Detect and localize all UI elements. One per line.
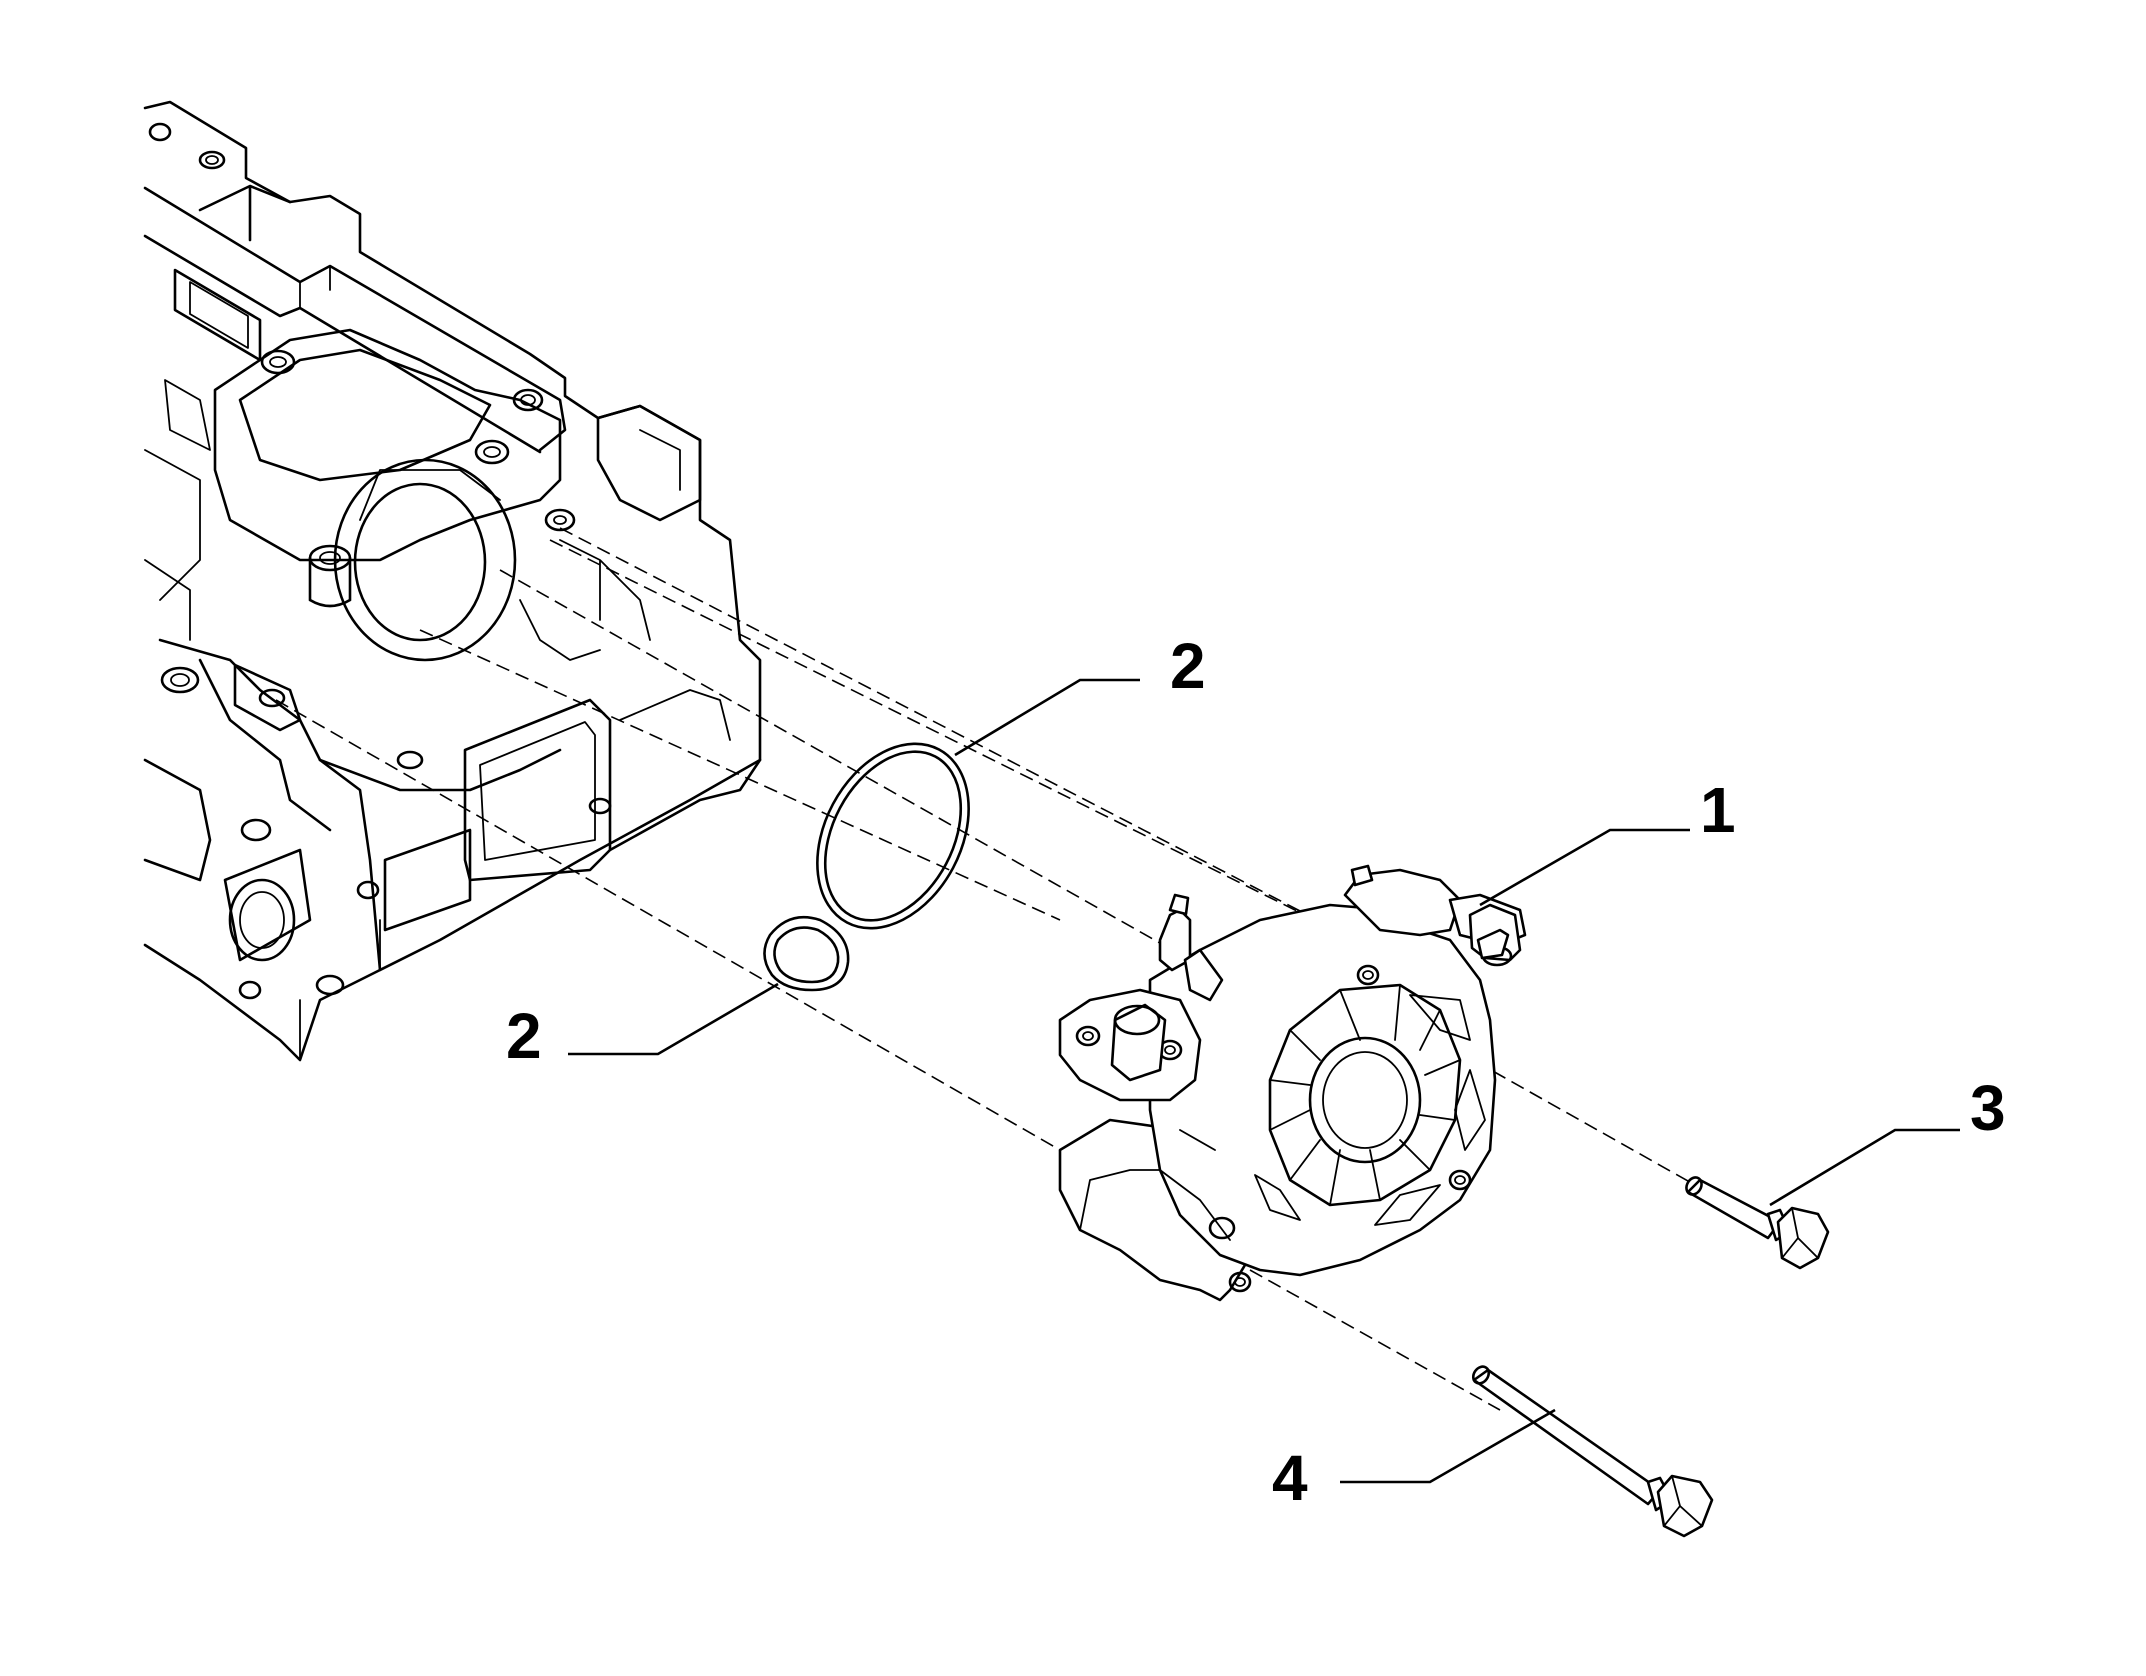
alignment-lines	[275, 527, 1696, 1411]
callout-4: 4	[1272, 1442, 1308, 1514]
leader-1	[1479, 828, 1690, 907]
callout-1: 1	[1700, 774, 1736, 846]
leader-lines	[568, 678, 1960, 1484]
callout-labels: 2 1 2 3 4	[506, 630, 2006, 1514]
leader-4	[1340, 1408, 1556, 1484]
o-ring-large	[816, 742, 970, 930]
seal-small	[763, 915, 850, 992]
engine-block	[143, 100, 762, 1062]
leader-2-top	[954, 678, 1140, 757]
callout-2-bottom: 2	[506, 1000, 542, 1072]
vacuum-pump	[1058, 864, 1527, 1302]
callout-2-top: 2	[1170, 630, 1206, 702]
callout-3: 3	[1970, 1072, 2006, 1144]
bolt-short	[1685, 1176, 1830, 1270]
leader-2-bottom	[568, 982, 779, 1056]
leader-3	[1769, 1128, 1960, 1207]
bolt-long	[1471, 1365, 1714, 1538]
